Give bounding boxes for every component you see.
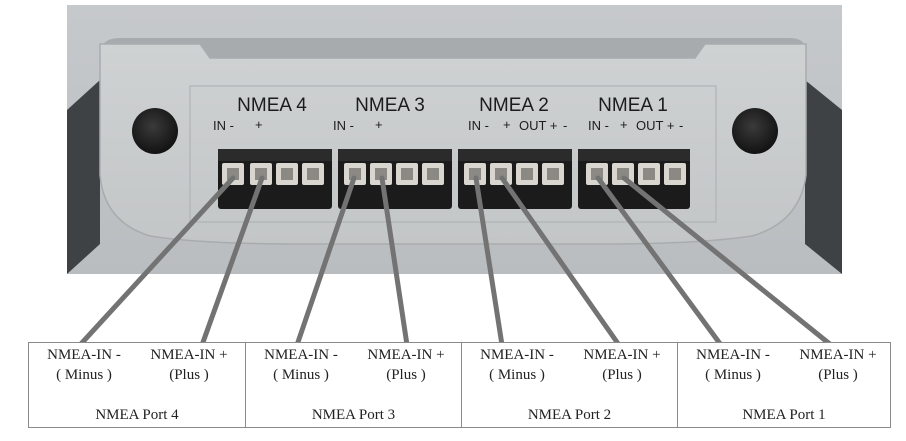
- port-cell-4: NMEA-IN - ( Minus ) NMEA-IN + (Plus ) NMEA…: [29, 343, 245, 427]
- pin-label: -: [679, 118, 683, 133]
- pin-label: IN -: [213, 118, 234, 133]
- leader-line: [379, 175, 410, 348]
- leader-line: [499, 175, 622, 348]
- recessed-panel: [189, 85, 717, 223]
- pin-label: OUT +: [636, 118, 674, 133]
- header-nmea4: NMEA 4: [237, 95, 307, 116]
- terminal-block-nmea4: [218, 149, 332, 209]
- minus-line1: NMEA-IN -: [696, 347, 770, 363]
- housing-top: [100, 38, 806, 62]
- minus-line1: NMEA-IN -: [47, 347, 121, 363]
- header-nmea2: NMEA 2: [479, 95, 549, 116]
- port-label-table: NMEA-IN - ( Minus ) NMEA-IN + (Plus ) NMEA…: [28, 342, 891, 428]
- plus-label: NMEA-IN + (Plus ): [788, 345, 888, 385]
- port-name: NMEA Port 3: [311, 407, 396, 423]
- pin-label: +: [375, 117, 383, 132]
- right-foot: [805, 80, 842, 274]
- port-name: NMEA Port 2: [527, 407, 612, 423]
- leader-line: [199, 175, 265, 348]
- plus-line1: NMEA-IN +: [799, 347, 877, 363]
- minus-line2: ( Minus ): [56, 367, 112, 383]
- plus-label: NMEA-IN + (Plus ): [572, 345, 672, 385]
- minus-line1: NMEA-IN -: [264, 347, 338, 363]
- minus-line2: ( Minus ): [273, 367, 329, 383]
- terminal-block-nmea2: [458, 149, 572, 209]
- header-nmea3: NMEA 3: [355, 95, 425, 116]
- minus-label: NMEA-IN - ( Minus ): [468, 345, 566, 385]
- faceplate: [99, 43, 807, 245]
- plus-line1: NMEA-IN +: [150, 347, 228, 363]
- plus-label: NMEA-IN + (Plus ): [356, 345, 456, 385]
- plus-label: NMEA-IN + (Plus ): [139, 345, 239, 385]
- pin-label: +: [620, 117, 628, 132]
- leader-line: [621, 175, 834, 348]
- minus-label: NMEA-IN - ( Minus ): [35, 345, 133, 385]
- leader-line: [595, 175, 724, 348]
- plus-line1: NMEA-IN +: [367, 347, 445, 363]
- leader-line: [77, 175, 236, 348]
- port-name: NMEA Port 1: [742, 407, 826, 423]
- plus-line2: (Plus ): [818, 367, 858, 383]
- plus-line2: (Plus ): [602, 367, 642, 383]
- right-mount-hole: [732, 108, 778, 154]
- port-name: NMEA Port 4: [95, 407, 179, 423]
- port-cell-3: NMEA-IN - ( Minus ) NMEA-IN + (Plus ) NMEA…: [245, 343, 461, 427]
- pin-label: +: [503, 117, 511, 132]
- pin-label: IN -: [333, 118, 354, 133]
- plus-line2: (Plus ): [386, 367, 426, 383]
- left-foot: [67, 80, 100, 274]
- leader-line: [473, 175, 505, 348]
- plus-line1: NMEA-IN +: [583, 347, 661, 363]
- port-cell-1: NMEA-IN - ( Minus ) NMEA-IN + (Plus ) NMEA…: [677, 343, 890, 427]
- minus-line1: NMEA-IN -: [480, 347, 554, 363]
- header-nmea1: NMEA 1: [598, 95, 668, 116]
- port-cell-2: NMEA-IN - ( Minus ) NMEA-IN + (Plus ) NMEA…: [461, 343, 677, 427]
- leader-line: [294, 175, 357, 348]
- minus-label: NMEA-IN - ( Minus ): [684, 345, 782, 385]
- pin-label: -: [563, 118, 567, 133]
- pin-label: IN -: [588, 118, 609, 133]
- pin-label: +: [255, 117, 263, 132]
- left-mount-hole: [132, 108, 178, 154]
- terminal-block-nmea1: [578, 149, 690, 209]
- minus-line2: ( Minus ): [705, 367, 761, 383]
- terminal-block-nmea3: [338, 149, 452, 209]
- pin-label: IN -: [468, 118, 489, 133]
- minus-label: NMEA-IN - ( Minus ): [252, 345, 350, 385]
- minus-line2: ( Minus ): [489, 367, 545, 383]
- pin-label: OUT +: [519, 118, 557, 133]
- plus-line2: (Plus ): [169, 367, 209, 383]
